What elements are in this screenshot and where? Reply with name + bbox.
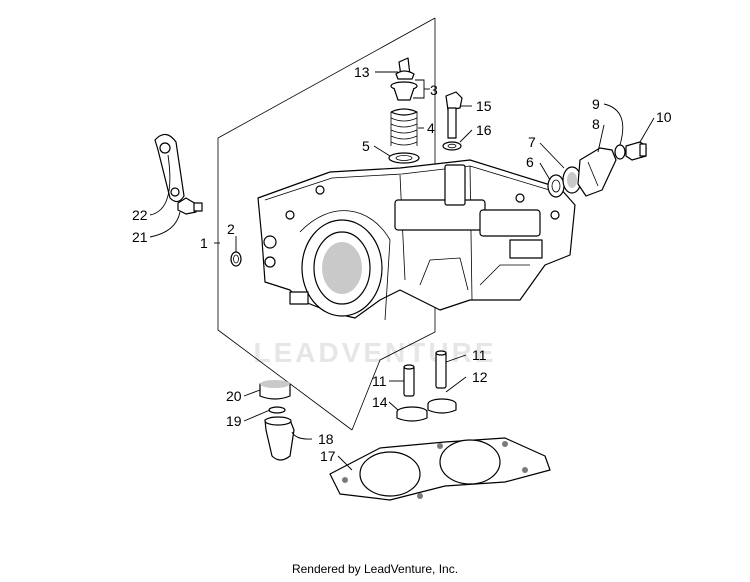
thermostat-o-ring[interactable]: [268, 406, 286, 414]
callout-16: 16: [476, 122, 492, 138]
o-ring[interactable]: [547, 174, 565, 198]
sealing-washer[interactable]: [614, 144, 626, 160]
callout-14: 14: [372, 394, 388, 410]
callout-labels: 1 2 3 4 5 6 7 8 9 10 11 11 12 13 14 15 1…: [132, 64, 672, 464]
callout-18: 18: [318, 431, 334, 447]
bracket-bolt[interactable]: [177, 197, 203, 215]
seal-ring[interactable]: [562, 166, 582, 194]
callout-22: 22: [132, 207, 148, 223]
head-gasket[interactable]: [329, 437, 551, 501]
callout-8: 8: [592, 116, 600, 132]
watermark: LEADVENTURE: [253, 337, 496, 368]
callout-15: 15: [476, 98, 492, 114]
valve-guide-left[interactable]: [403, 364, 415, 397]
callout-7: 7: [528, 134, 536, 150]
callout-19: 19: [226, 413, 242, 429]
valve-guide-right[interactable]: [435, 350, 447, 389]
leader-lines: [149, 71, 655, 471]
footer-credit: Rendered by LeadVenture, Inc.: [291, 562, 459, 576]
cup-plug[interactable]: [230, 251, 242, 267]
coolant-fitting[interactable]: [577, 147, 617, 197]
callout-1: 1: [200, 235, 208, 251]
callout-9: 9: [592, 96, 600, 112]
thermostat-housing[interactable]: [264, 416, 295, 461]
callout-20: 20: [226, 388, 242, 404]
head-bolt[interactable]: [445, 91, 463, 139]
callout-13: 13: [354, 64, 370, 80]
callout-17: 17: [320, 448, 336, 464]
callout-11a: 11: [372, 373, 387, 389]
cylinder-head[interactable]: [257, 159, 576, 321]
callout-2: 2: [227, 221, 235, 237]
valve-keepers[interactable]: [395, 57, 415, 80]
callout-10: 10: [656, 109, 672, 125]
callout-3: 3: [430, 82, 438, 98]
callout-6: 6: [526, 154, 534, 170]
callout-12: 12: [472, 369, 488, 385]
callout-11b: 11: [472, 347, 487, 363]
valve-spring[interactable]: [390, 108, 418, 146]
valve-seat[interactable]: [396, 406, 428, 422]
drain-plug[interactable]: [625, 141, 647, 161]
bolt-washer[interactable]: [442, 141, 462, 151]
valve-retainer[interactable]: [390, 81, 418, 101]
valve-spring-seat[interactable]: [388, 152, 420, 164]
thermostat-cap[interactable]: [259, 380, 291, 400]
valve-seat-insert[interactable]: [427, 398, 457, 414]
callout-5: 5: [362, 138, 370, 154]
callout-21: 21: [132, 229, 148, 245]
callout-4: 4: [427, 120, 435, 136]
